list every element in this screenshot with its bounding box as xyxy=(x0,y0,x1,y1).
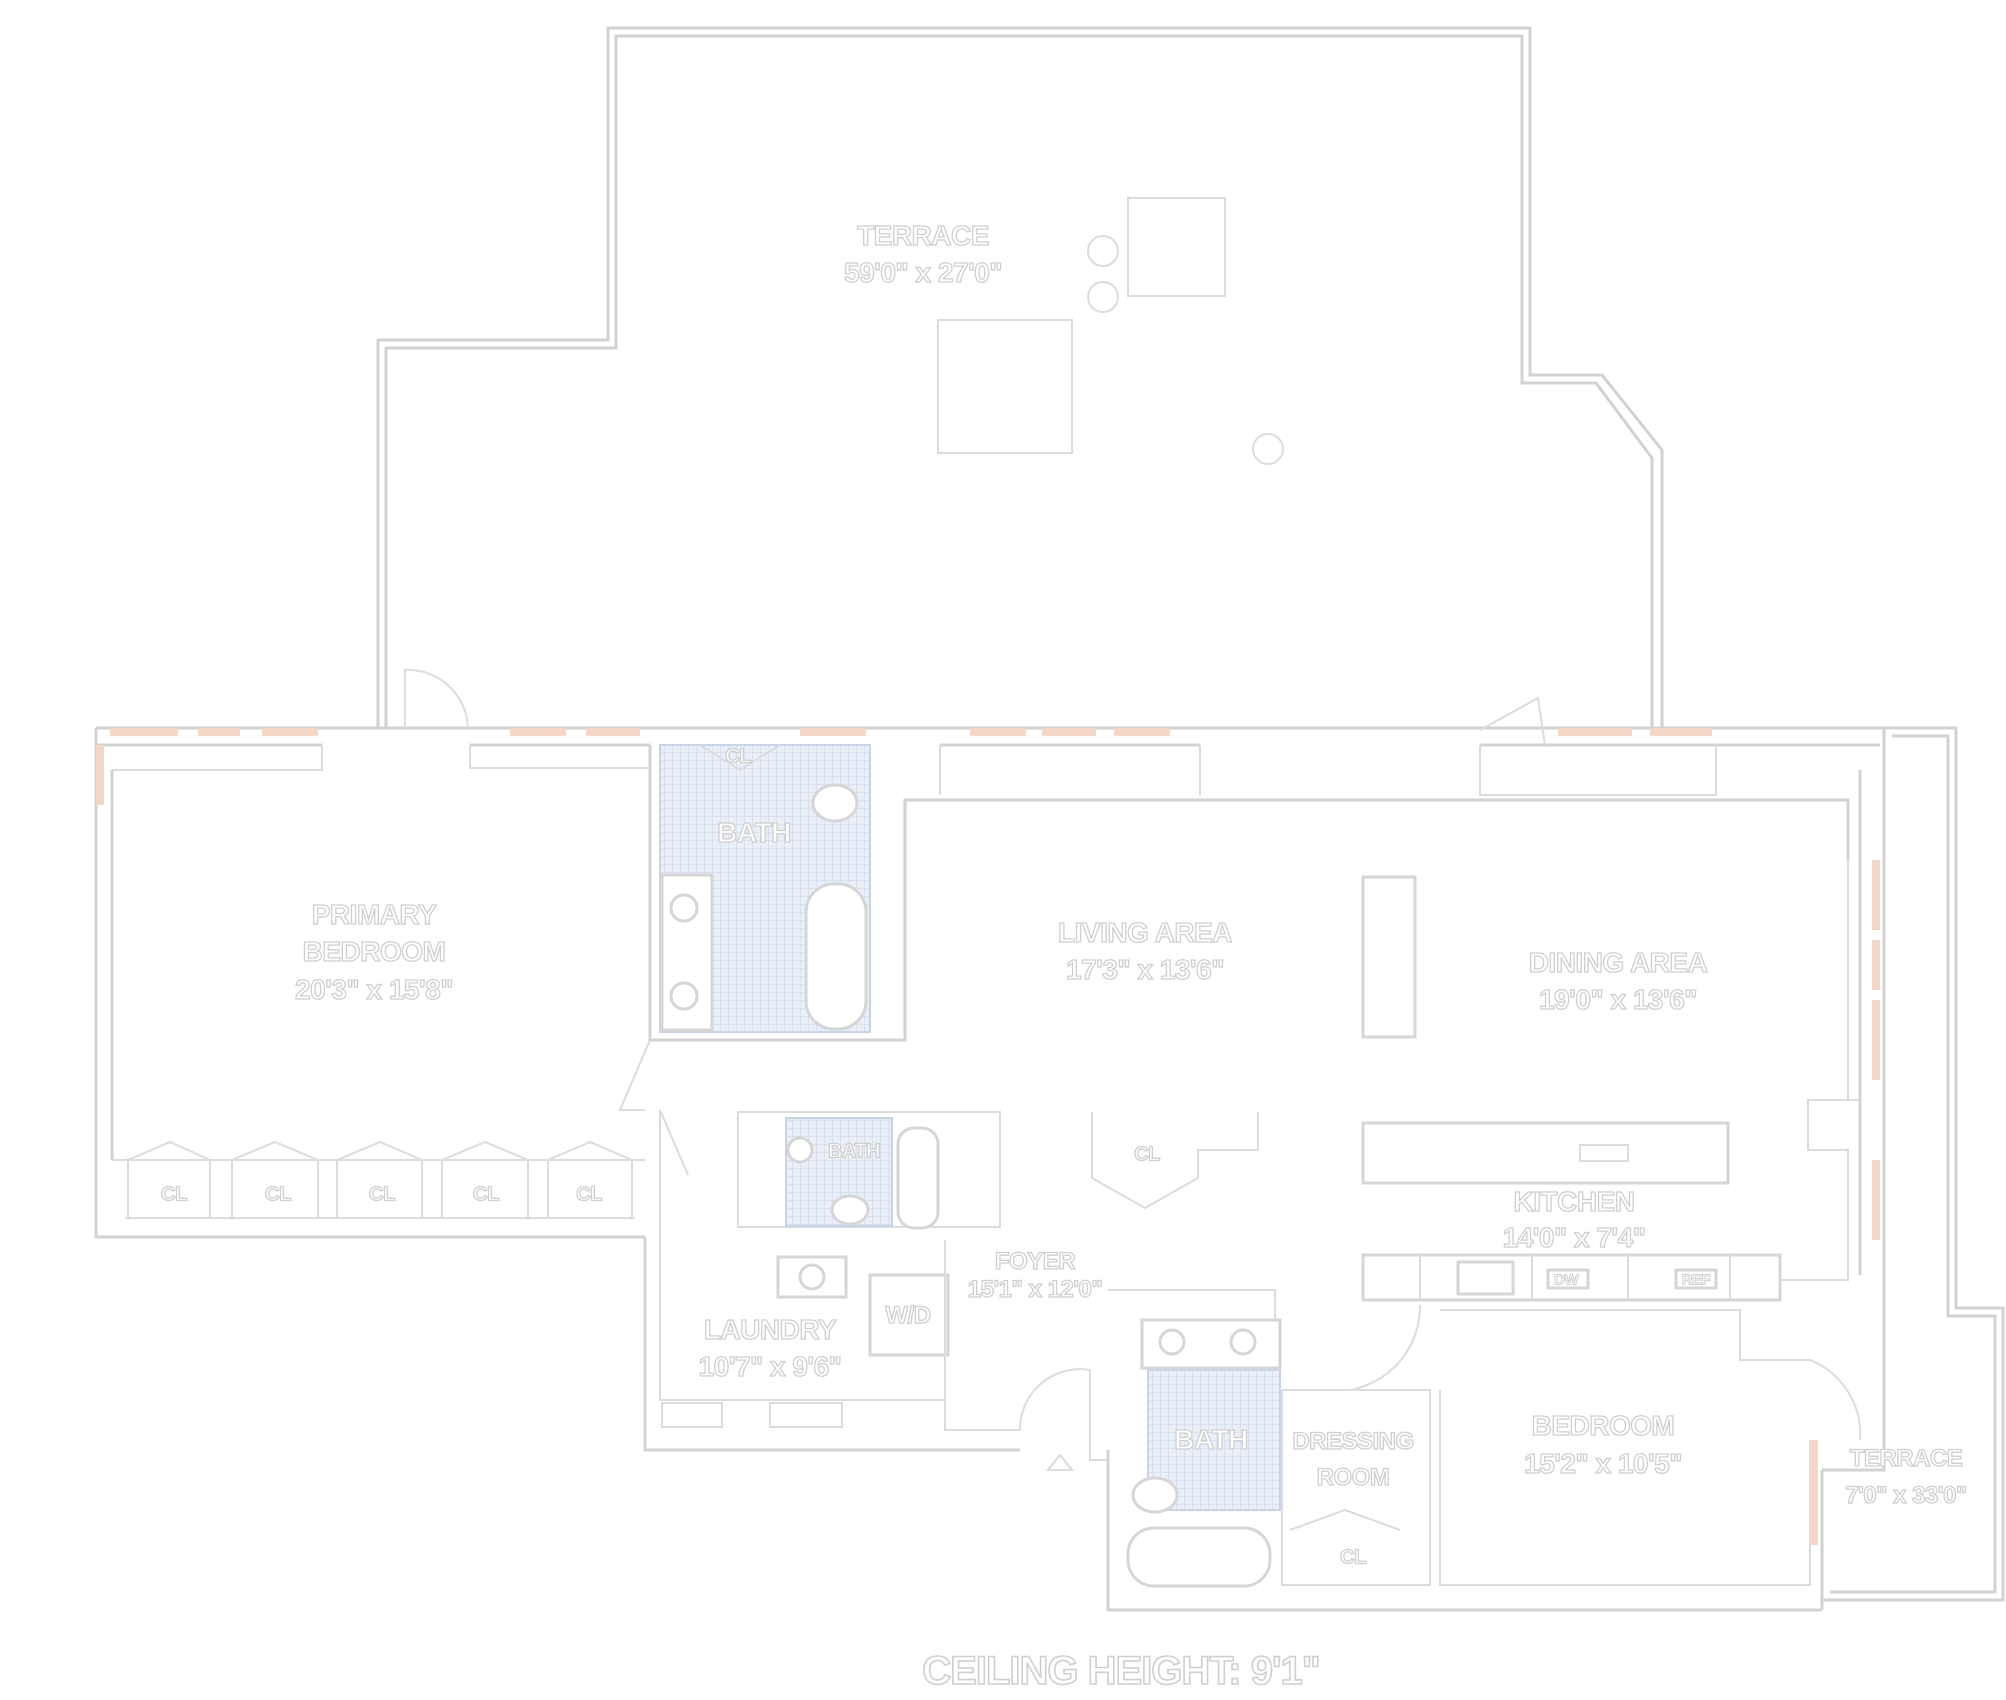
closet-label: CL xyxy=(369,1183,396,1206)
bathtub-icon xyxy=(804,882,868,1031)
closet-label: CL xyxy=(265,1183,292,1206)
windows xyxy=(96,728,1880,1545)
closet-label: CL xyxy=(161,1183,188,1206)
refrigerator-label: REF xyxy=(1681,1271,1711,1289)
kitchen-sink-icon xyxy=(1456,1260,1515,1296)
foyer-dims: 15'1" x 12'0" xyxy=(967,1276,1103,1304)
sink-icon xyxy=(669,981,699,1011)
dishwasher-icon xyxy=(1546,1268,1590,1290)
dining-area-name: DINING AREA xyxy=(1528,946,1708,978)
closet-label: CL xyxy=(473,1183,500,1206)
sink-icon xyxy=(786,1136,814,1164)
ceiling-height-label: CEILING HEIGHT: 9'1" xyxy=(921,1648,1321,1694)
sink-icon xyxy=(669,893,699,923)
bath-primary-name: BATH xyxy=(717,816,792,848)
laundry-name: LAUNDRY xyxy=(703,1313,837,1345)
bathtub-icon xyxy=(1126,1526,1272,1588)
sink-icon xyxy=(1229,1328,1257,1356)
primary-bedroom-name-1: PRIMARY xyxy=(311,898,437,930)
bathtub-icon xyxy=(896,1126,940,1230)
living-area-name: LIVING AREA xyxy=(1057,916,1233,948)
primary-bedroom-name-2: BEDROOM xyxy=(302,935,447,967)
closet-label: CL xyxy=(725,745,752,768)
primary-bedroom-dims: 20'3" x 15'8" xyxy=(294,973,454,1005)
dressing-room-name-1: DRESSING xyxy=(1292,1428,1415,1456)
toilet-icon xyxy=(1131,1476,1179,1514)
apartment-walls xyxy=(94,668,2005,1612)
living-area-dims: 17'3" x 13'6" xyxy=(1065,953,1225,985)
laundry-dims: 10'7" x 9'6" xyxy=(698,1350,843,1382)
toilet-icon xyxy=(830,1194,870,1226)
closet-label: CL xyxy=(576,1183,603,1206)
terrace-side-dims: 7'0" x 33'0" xyxy=(1845,1482,1968,1510)
terrace-main-dims: 59'0" x 27'0" xyxy=(843,256,1003,288)
washer-dryer-label: W/D xyxy=(885,1302,932,1330)
bath-small-name: BATH xyxy=(827,1140,881,1163)
dishwasher-label: DW xyxy=(1554,1271,1580,1289)
washer-dryer-icon xyxy=(868,1273,950,1357)
bedroom-name: BEDROOM xyxy=(1531,1409,1676,1441)
fireplace-icon xyxy=(1361,875,1417,1039)
kitchen-name: KITCHEN xyxy=(1513,1185,1636,1217)
bedroom-dims: 15'2" x 10'5" xyxy=(1523,1447,1683,1479)
refrigerator-icon xyxy=(1674,1268,1718,1290)
terrace-side-name: TERRACE xyxy=(1849,1445,1963,1473)
sink-icon xyxy=(1158,1328,1186,1356)
terrace-main-name: TERRACE xyxy=(856,219,990,251)
terrace-main-outline xyxy=(376,26,1664,728)
kitchen-dims: 14'0" x 7'4" xyxy=(1502,1221,1647,1253)
closet-label: CL xyxy=(1340,1546,1367,1569)
dressing-room-name-2: ROOM xyxy=(1316,1464,1390,1492)
closet-label: CL xyxy=(1134,1143,1161,1166)
dining-area-dims: 19'0" x 13'6" xyxy=(1538,983,1698,1015)
closet-row-primary xyxy=(125,1140,635,1219)
kitchen-island xyxy=(1361,1121,1730,1185)
foyer-name: FOYER xyxy=(994,1248,1076,1276)
toilet-icon xyxy=(811,783,859,823)
bath-secondary-name: BATH xyxy=(1174,1423,1249,1455)
sink-icon xyxy=(798,1263,826,1291)
